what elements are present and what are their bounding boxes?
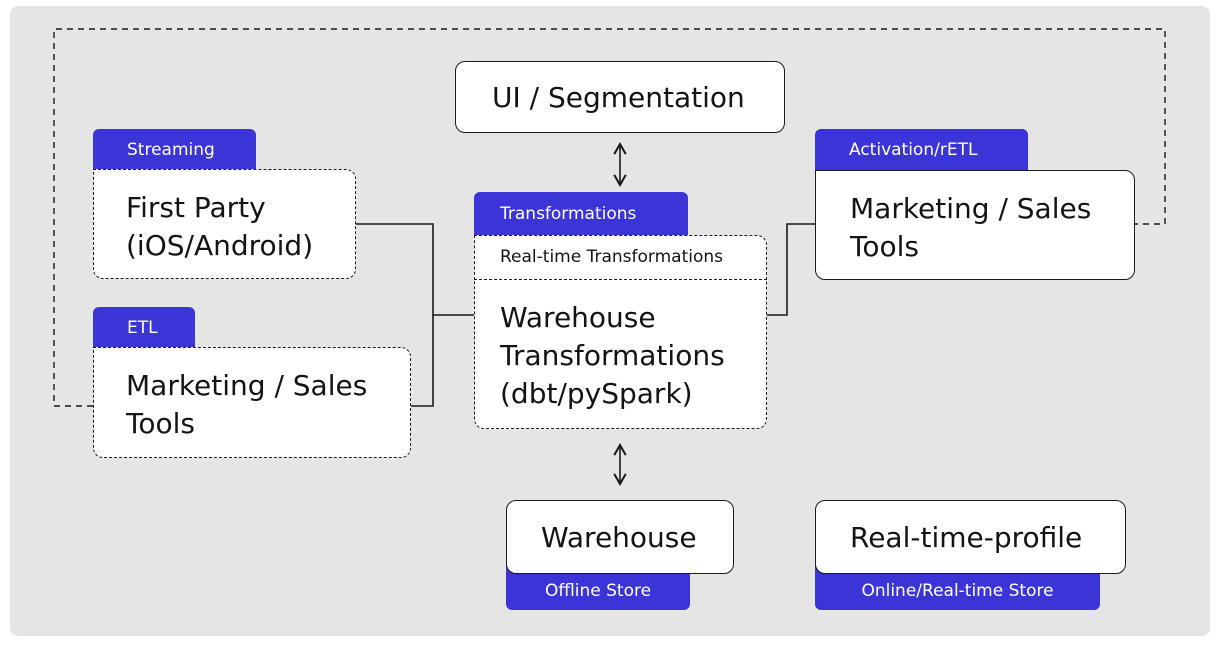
etl-tab-label: ETL: [127, 318, 158, 338]
offline-store-tab-label: Offline Store: [544, 581, 652, 601]
etl-connector: [411, 315, 434, 407]
activation-marketing-label-line1: Marketing / Sales: [850, 192, 1092, 225]
streaming-tab-label: Streaming: [127, 140, 215, 160]
feedback-loop-dashed-line: [53, 28, 1166, 407]
warehouse-box: Warehouse: [506, 500, 734, 574]
etl-marketing-label-line1: Marketing / Sales: [126, 369, 368, 402]
ui-segmentation-box: UI / Segmentation: [455, 61, 785, 133]
first-party-connector: [356, 223, 474, 316]
transformations-tab: Transformations: [474, 192, 688, 236]
warehouse-transformations-line3: (dbt/pySpark): [500, 377, 693, 410]
warehouse-transformations-line1: Warehouse: [500, 301, 656, 334]
etl-marketing-tools-box: Marketing / Sales Tools: [93, 347, 411, 458]
realtime-transformations-label: Real-time Transformations: [500, 247, 723, 267]
etl-marketing-label-line2: Tools: [126, 407, 195, 440]
first-party-label-line2: (iOS/Android): [126, 229, 314, 262]
warehouse-transformations-box: Warehouse Transformations (dbt/pySpark): [474, 279, 767, 429]
first-party-box: First Party (iOS/Android): [93, 169, 356, 279]
warehouse-label: Warehouse: [541, 521, 697, 554]
activation-tab-label: Activation/rETL: [849, 140, 978, 160]
realtime-profile-box: Real-time-profile: [815, 500, 1126, 574]
realtime-profile-label: Real-time-profile: [850, 521, 1083, 554]
warehouse-transformations-line2: Transformations: [500, 339, 725, 372]
etl-tab: ETL: [93, 307, 195, 348]
streaming-tab: Streaming: [93, 129, 256, 170]
transformations-tab-label: Transformations: [500, 204, 637, 224]
ui-segmentation-label: UI / Segmentation: [492, 81, 745, 114]
activation-tab: Activation/rETL: [815, 129, 1028, 171]
online-store-tab-label: Online/Real-time Store: [861, 581, 1054, 601]
first-party-label-line1: First Party: [126, 191, 266, 224]
activation-marketing-label-line2: Tools: [850, 230, 919, 263]
realtime-transformations-box: Real-time Transformations: [474, 235, 767, 280]
activation-marketing-tools-box: Marketing / Sales Tools: [815, 170, 1135, 280]
activation-connector: [767, 223, 815, 316]
